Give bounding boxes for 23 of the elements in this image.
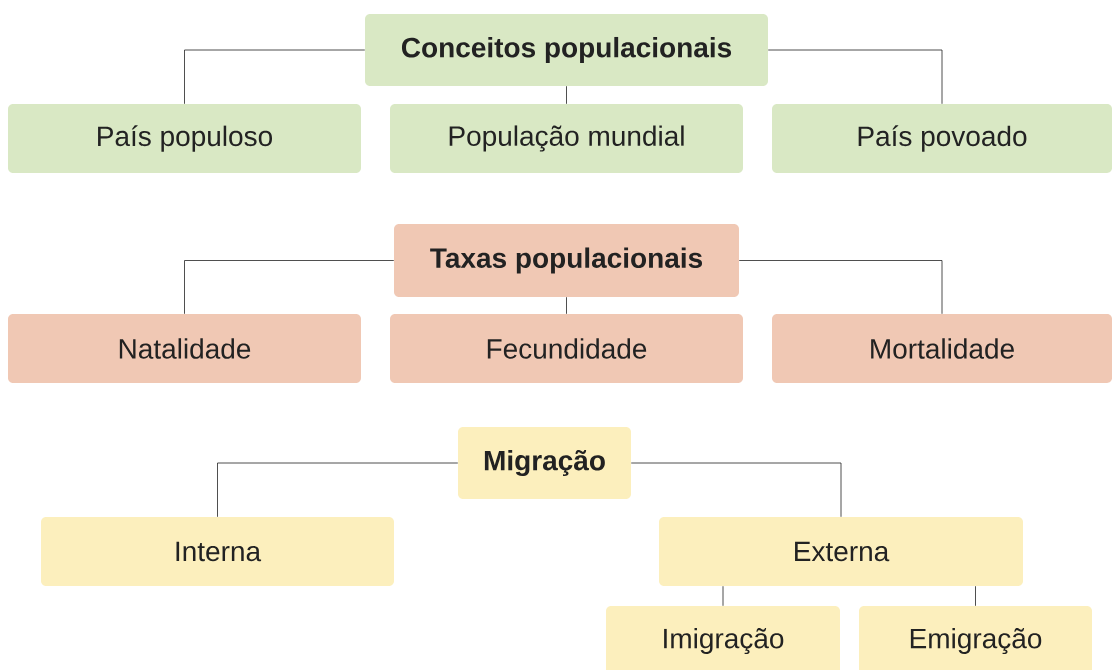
- concept-box: País povoado: [772, 104, 1112, 173]
- connector-line: [566, 296, 567, 315]
- concept-box: Emigração: [859, 606, 1092, 670]
- heading-box: Conceitos populacionais: [365, 14, 768, 86]
- concept-box: Mortalidade: [772, 314, 1112, 383]
- concept-box: Fecundidade: [390, 314, 743, 383]
- connector-line: [975, 585, 976, 607]
- concept-box: População mundial: [390, 104, 743, 173]
- concept-box: Externa: [659, 517, 1023, 586]
- connector-line: [566, 85, 567, 105]
- concept-box: Interna: [41, 517, 394, 586]
- heading-box: Migração: [458, 427, 631, 499]
- connector-line: [184, 260, 395, 315]
- connector-line: [630, 462, 842, 518]
- concept-box: Natalidade: [8, 314, 361, 383]
- concept-box: Imigração: [606, 606, 840, 670]
- connector-line: [722, 585, 724, 607]
- concept-box: País populoso: [8, 104, 361, 173]
- connector-line: [738, 260, 943, 315]
- connector-line: [217, 462, 459, 518]
- heading-box: Taxas populacionais: [394, 224, 739, 297]
- connector-line: [184, 49, 366, 105]
- connector-line: [767, 49, 943, 105]
